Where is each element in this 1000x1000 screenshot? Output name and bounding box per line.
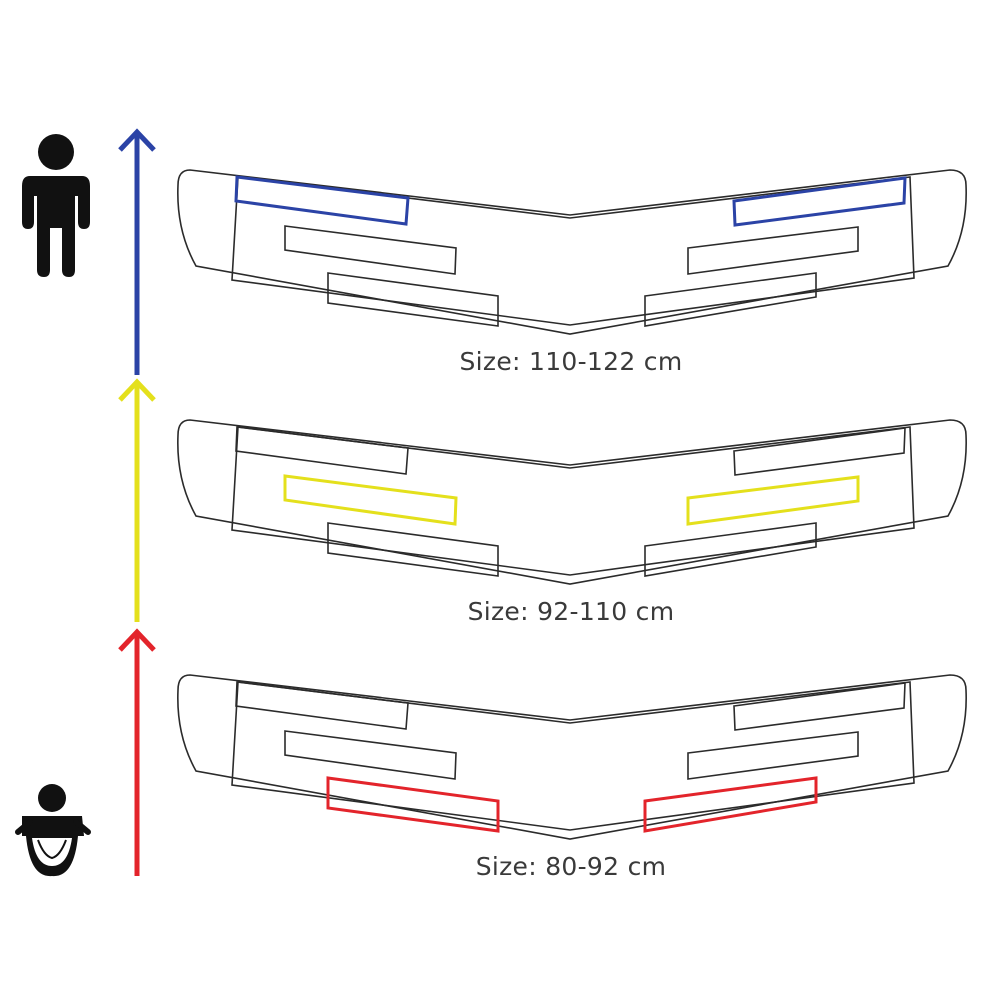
strap-slot-top-right [733, 682, 906, 731]
vest-diagram-medium [177, 419, 967, 585]
strap-slot-middle-right [687, 731, 859, 780]
strap-slot-top-right-highlighted [732, 176, 907, 227]
size-label-large: Size: 110-122 cm [459, 347, 683, 376]
strap-slot-middle-right [687, 226, 859, 275]
vest-inner-outline [231, 176, 915, 326]
strap-slot-middle-left-highlighted [283, 474, 458, 526]
baby-in-diaper-icon [15, 784, 91, 877]
strap-slot-bottom-right [644, 272, 817, 327]
vest-outer-outline [177, 674, 967, 840]
strap-slot-bottom-left [327, 522, 499, 577]
strap-slot-bottom-left-highlighted [326, 776, 500, 833]
child-standing-icon [22, 134, 90, 277]
strap-slot-middle-left [284, 225, 457, 275]
vest-diagram-small [177, 674, 967, 840]
strap-slot-top-right [733, 427, 906, 476]
arrow-medium [118, 378, 156, 622]
strap-slot-middle-left [284, 730, 457, 780]
strap-slot-bottom-right-highlighted [643, 776, 818, 833]
vest-outer-outline [177, 419, 967, 585]
vest-inner-outline [231, 426, 915, 576]
size-label-medium: Size: 92-110 cm [467, 597, 675, 626]
size-label-small: Size: 80-92 cm [475, 852, 667, 881]
strap-slot-top-left [235, 426, 409, 475]
strap-slot-bottom-right [644, 522, 817, 577]
strap-slot-top-left [235, 681, 409, 730]
vest-outer-outline [177, 169, 967, 335]
strap-slot-top-left-highlighted [234, 175, 410, 226]
strap-slot-bottom-left [327, 272, 499, 327]
vest-diagram-large [177, 169, 967, 335]
arrow-large [118, 128, 156, 375]
strap-slot-middle-right-highlighted [686, 475, 860, 526]
arrow-small [118, 628, 156, 876]
vest-inner-outline [231, 681, 915, 831]
